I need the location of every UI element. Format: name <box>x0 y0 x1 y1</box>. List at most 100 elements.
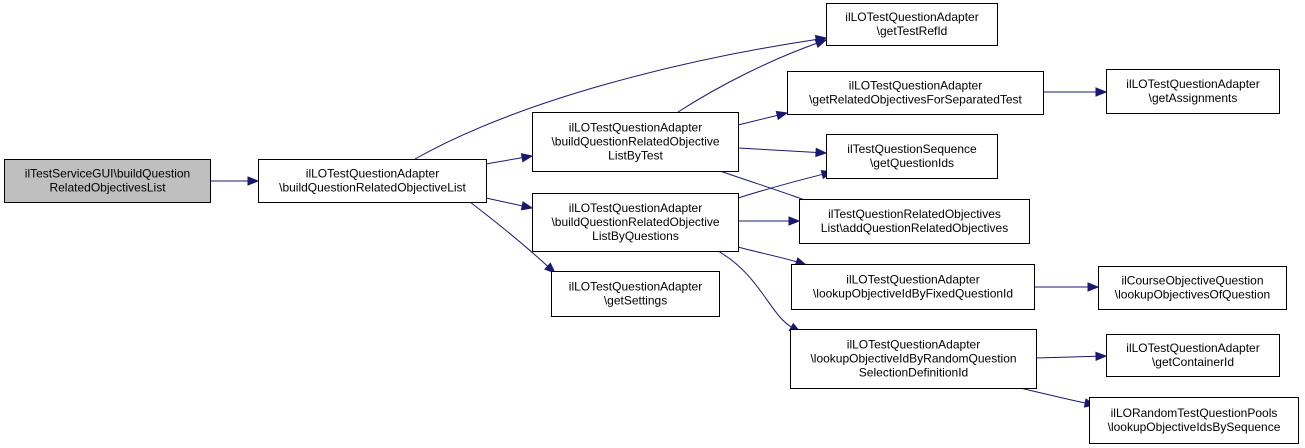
node-label-line: ListByQuestions <box>592 229 679 243</box>
node-label-line: ilLOTestQuestionAdapter <box>849 79 982 93</box>
node-get-question-ids[interactable]: ilTestQuestionSequence\getQuestionIds <box>826 134 998 179</box>
node-box <box>1106 69 1280 114</box>
node-label-line: ilLOTestQuestionAdapter <box>1126 77 1259 91</box>
node-label-line: \getRelatedObjectivesForSeparatedTest <box>809 93 1022 107</box>
node-label-line: ilCourseObjectiveQuestion <box>1121 274 1263 288</box>
edge-line <box>485 157 524 165</box>
node-get-assignments[interactable]: ilLOTestQuestionAdapter\getAssignments <box>1106 69 1280 114</box>
nodes-layer: ilTestServiceGUI\buildQuestionRelatedObj… <box>4 3 1299 444</box>
node-box <box>1106 334 1280 377</box>
node-lookup-objective-id-by-random-question[interactable]: ilLOTestQuestionAdapter\lookupObjectiveI… <box>790 329 1037 389</box>
node-box <box>1089 397 1299 444</box>
node-lookup-objective-ids-by-sequence[interactable]: ilLORandomTestQuestionPools\lookupObject… <box>1089 397 1299 444</box>
node-box <box>1098 266 1287 310</box>
edge-n2-n5 <box>677 39 828 113</box>
node-get-related-objectives-for-separated-test[interactable]: ilLOTestQuestionAdapter\getRelatedObject… <box>787 71 1044 115</box>
edge-n3-n9 <box>737 246 808 267</box>
edge-n1-n2 <box>485 153 534 165</box>
edge-line <box>717 250 793 328</box>
node-lookup-objectives-of-question[interactable]: ilCourseObjectiveQuestion\lookupObjectiv… <box>1098 266 1287 310</box>
node-box <box>258 159 487 203</box>
node-lookup-objective-id-by-fixed-question-id[interactable]: ilLOTestQuestionAdapter\lookupObjectiveI… <box>791 264 1035 310</box>
node-label-line: \lookupObjectivesOfQuestion <box>1115 288 1270 302</box>
node-box <box>551 271 720 317</box>
edge-n10-n13 <box>1035 351 1108 362</box>
edge-line <box>737 147 818 153</box>
edge-line <box>485 197 524 207</box>
edge-line <box>1035 355 1098 359</box>
node-build-list-by-questions[interactable]: ilLOTestQuestionAdapter\buildQuestionRel… <box>532 193 739 252</box>
node-label-line: \getAssignments <box>1149 91 1238 105</box>
arrowhead <box>814 39 828 48</box>
node-box <box>826 134 998 179</box>
edge-n3-n7 <box>737 169 834 199</box>
node-label-line: ilTestQuestionSequence <box>847 142 977 156</box>
edge-n2-n6 <box>737 110 789 126</box>
edge-line <box>737 114 779 126</box>
node-label-line: ilLORandomTestQuestionPools <box>1111 406 1278 420</box>
node-get-settings[interactable]: ilLOTestQuestionAdapter\getSettings <box>551 271 720 317</box>
arrowhead <box>1095 87 1108 97</box>
node-get-container-id[interactable]: ilLOTestQuestionAdapter\getContainerId <box>1106 334 1280 377</box>
node-box <box>826 3 998 46</box>
arrowhead <box>247 176 260 186</box>
node-label-line: \lookupObjectiveIdByRandomQuestion <box>810 352 1016 366</box>
node-box <box>791 264 1035 310</box>
node-label-line: \buildQuestionRelatedObjective <box>551 215 719 229</box>
node-label-line: ListByTest <box>608 149 663 163</box>
arrowhead <box>520 201 534 211</box>
node-add-question-related-objectives[interactable]: ilTestQuestionRelatedObjectivesList\addQ… <box>799 199 1030 244</box>
node-label-line: ilLOTestQuestionAdapter <box>569 121 702 135</box>
node-label-line: List\addQuestionRelatedObjectives <box>821 221 1008 235</box>
node-label-line: ilTestQuestionRelatedObjectives <box>828 207 1001 221</box>
node-box <box>790 329 1037 389</box>
node-label-line: \buildQuestionRelatedObjectiveList <box>279 181 466 195</box>
node-label-line: \buildQuestionRelatedObjective <box>551 135 719 149</box>
edge-line <box>737 246 798 263</box>
node-box <box>799 199 1030 244</box>
arrowhead <box>1087 282 1100 292</box>
node-get-test-ref-id[interactable]: ilLOTestQuestionAdapter\getTestRefId <box>826 3 998 46</box>
node-label-line: \getSettings <box>604 294 667 308</box>
arrowhead <box>815 147 828 158</box>
node-box <box>532 112 739 172</box>
node-label-line: ilLOTestQuestionAdapter <box>846 273 979 287</box>
node-box <box>532 193 739 252</box>
edge-root-n1 <box>210 176 260 186</box>
node-label-line: ilLOTestQuestionAdapter <box>847 338 980 352</box>
edge-n1-n4 <box>469 201 556 274</box>
node-label-line: \lookupObjectiveIdByFixedQuestionId <box>813 287 1013 301</box>
edges-layer <box>210 34 1108 408</box>
node-label-line: ilLOTestQuestionAdapter <box>306 167 439 181</box>
node-label-line: \getContainerId <box>1152 355 1234 369</box>
edge-n10-n14 <box>1019 387 1097 408</box>
node-build-list-by-test[interactable]: ilLOTestQuestionAdapter\buildQuestionRel… <box>532 112 739 172</box>
node-label-line: ilLOTestQuestionAdapter <box>845 10 978 24</box>
node-label-line: ilTestServiceGUI\buildQuestion <box>25 167 190 181</box>
node-label-line: ilLOTestQuestionAdapter <box>569 280 702 294</box>
arrowhead <box>544 262 556 274</box>
edge-line <box>469 201 549 268</box>
arrowhead <box>775 110 789 121</box>
node-label-line: ilLOTestQuestionAdapter <box>1126 341 1259 355</box>
edge-n1-n3 <box>485 197 534 211</box>
node-label-line: \lookupObjectiveIdsBySequence <box>1108 420 1281 434</box>
node-label-line: ilLOTestQuestionAdapter <box>569 201 702 215</box>
edge-line <box>677 42 818 113</box>
edge-line <box>1019 387 1087 404</box>
node-label-line: \getTestRefId <box>877 24 948 38</box>
arrowhead <box>788 216 801 226</box>
edge-n2-n7 <box>737 147 828 158</box>
node-build-question-related-objective-list[interactable]: ilLOTestQuestionAdapter\buildQuestionRel… <box>258 159 487 203</box>
edge-n9-n12 <box>1034 282 1100 292</box>
edge-n6-n11 <box>1043 87 1108 97</box>
node-label-line: \getQuestionIds <box>870 156 954 170</box>
arrowhead <box>520 153 534 163</box>
edge-n3-n10 <box>717 250 802 333</box>
arrowhead <box>1095 351 1108 362</box>
node-box <box>4 159 211 203</box>
node-label-line: RelatedObjectivesList <box>49 181 166 195</box>
edge-line <box>737 173 824 199</box>
node-build-question-related-objectives-list[interactable]: ilTestServiceGUI\buildQuestionRelatedObj… <box>4 159 211 203</box>
